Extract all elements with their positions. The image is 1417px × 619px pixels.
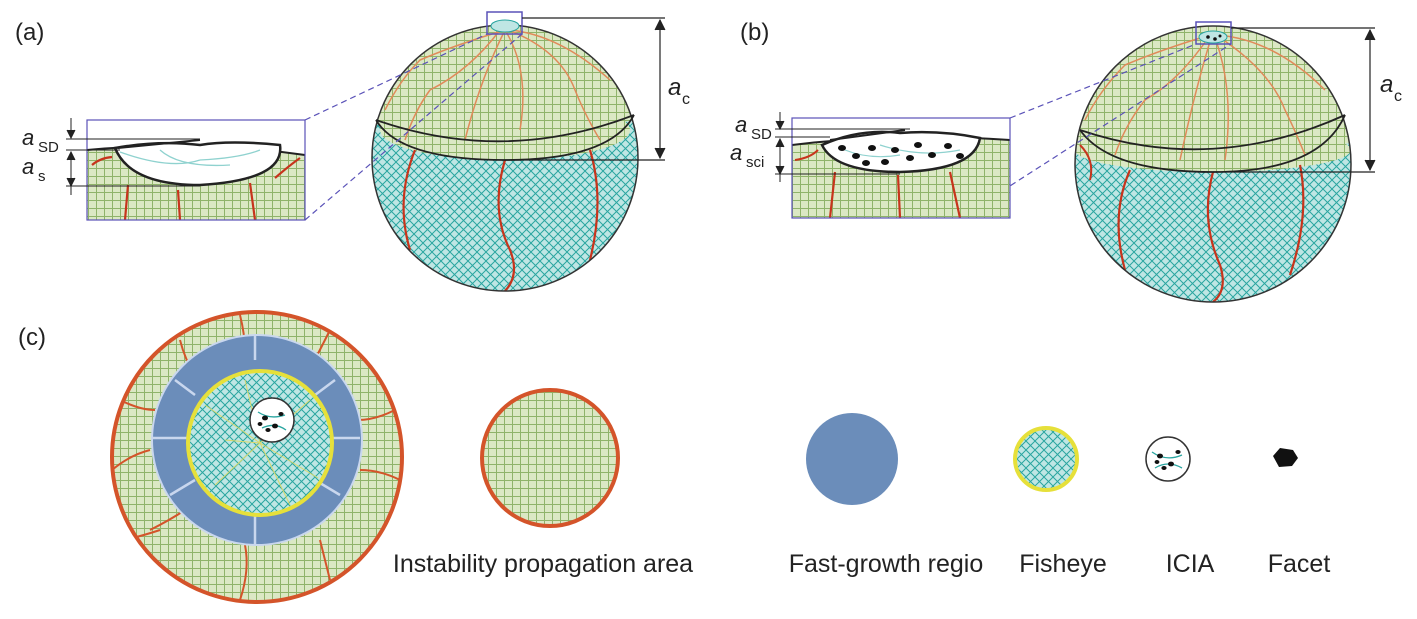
- facet-label: Facet: [1268, 550, 1331, 578]
- fisheye-label: Fisheye: [1019, 550, 1107, 578]
- panel-b-depth-label-main: a: [1380, 71, 1393, 98]
- panel-b-sphere: [1074, 21, 1352, 303]
- panel-c-tag: (c): [18, 324, 46, 351]
- panel-b-depth-dimension: a c: [1213, 27, 1402, 173]
- panel-a-sphere: [371, 11, 639, 292]
- panel-b-sd-label-sub: SD: [751, 126, 772, 143]
- panel-a-s-label-sub: s: [38, 168, 46, 185]
- panel-a-depth-label-sub: c: [682, 91, 690, 108]
- fisheye-swatch: [1013, 426, 1079, 492]
- panel-a-s-label-main: a: [22, 154, 34, 179]
- panel-a-zoom-line-lower: [304, 33, 523, 221]
- panel-b-sd-label-main: a: [735, 112, 747, 137]
- legend-instability-area: Instability propagation area: [393, 388, 693, 578]
- panel-b-zoom-line-upper: [1009, 43, 1197, 119]
- panel-a-depth-label-main: a: [668, 74, 681, 101]
- legend-facet: Facet: [1268, 448, 1331, 578]
- legend-icia: ICIA: [1145, 436, 1215, 578]
- instability-swatch: [480, 388, 620, 528]
- panel-a-zoom-line-upper: [304, 33, 488, 121]
- panel-a-sd-label-sub: SD: [38, 139, 59, 156]
- panel-a-inset: [86, 119, 306, 221]
- icia-swatch: [1145, 436, 1191, 482]
- panel-b-inset-dimensions: a SD a sci: [730, 112, 910, 182]
- panel-a-depth-dimension: a c: [505, 17, 690, 161]
- legend-fast-growth: Fast-growth regio: [789, 413, 984, 578]
- fast-growth-swatch: [806, 413, 898, 505]
- panel-b-depth-label-sub: c: [1394, 88, 1402, 105]
- panel-b-inset: [791, 117, 1011, 219]
- fast-growth-label: Fast-growth regio: [789, 550, 984, 578]
- panel-b-sci-label-sub: sci: [746, 154, 764, 171]
- panel-a-tag: (a): [15, 19, 44, 46]
- panel-a-sd-label-main: a: [22, 125, 34, 150]
- legend-fisheye: Fisheye: [1013, 426, 1107, 578]
- panel-b-sci-label-main: a: [730, 140, 742, 165]
- icia-label: ICIA: [1166, 550, 1215, 578]
- panel-b-tag: (b): [740, 19, 769, 46]
- panel-c-composite-fracture: [110, 310, 404, 604]
- panel-a-inset-dimensions: a SD a s: [22, 118, 200, 195]
- facet-swatch: [1273, 448, 1298, 467]
- instability-label: Instability propagation area: [393, 550, 693, 578]
